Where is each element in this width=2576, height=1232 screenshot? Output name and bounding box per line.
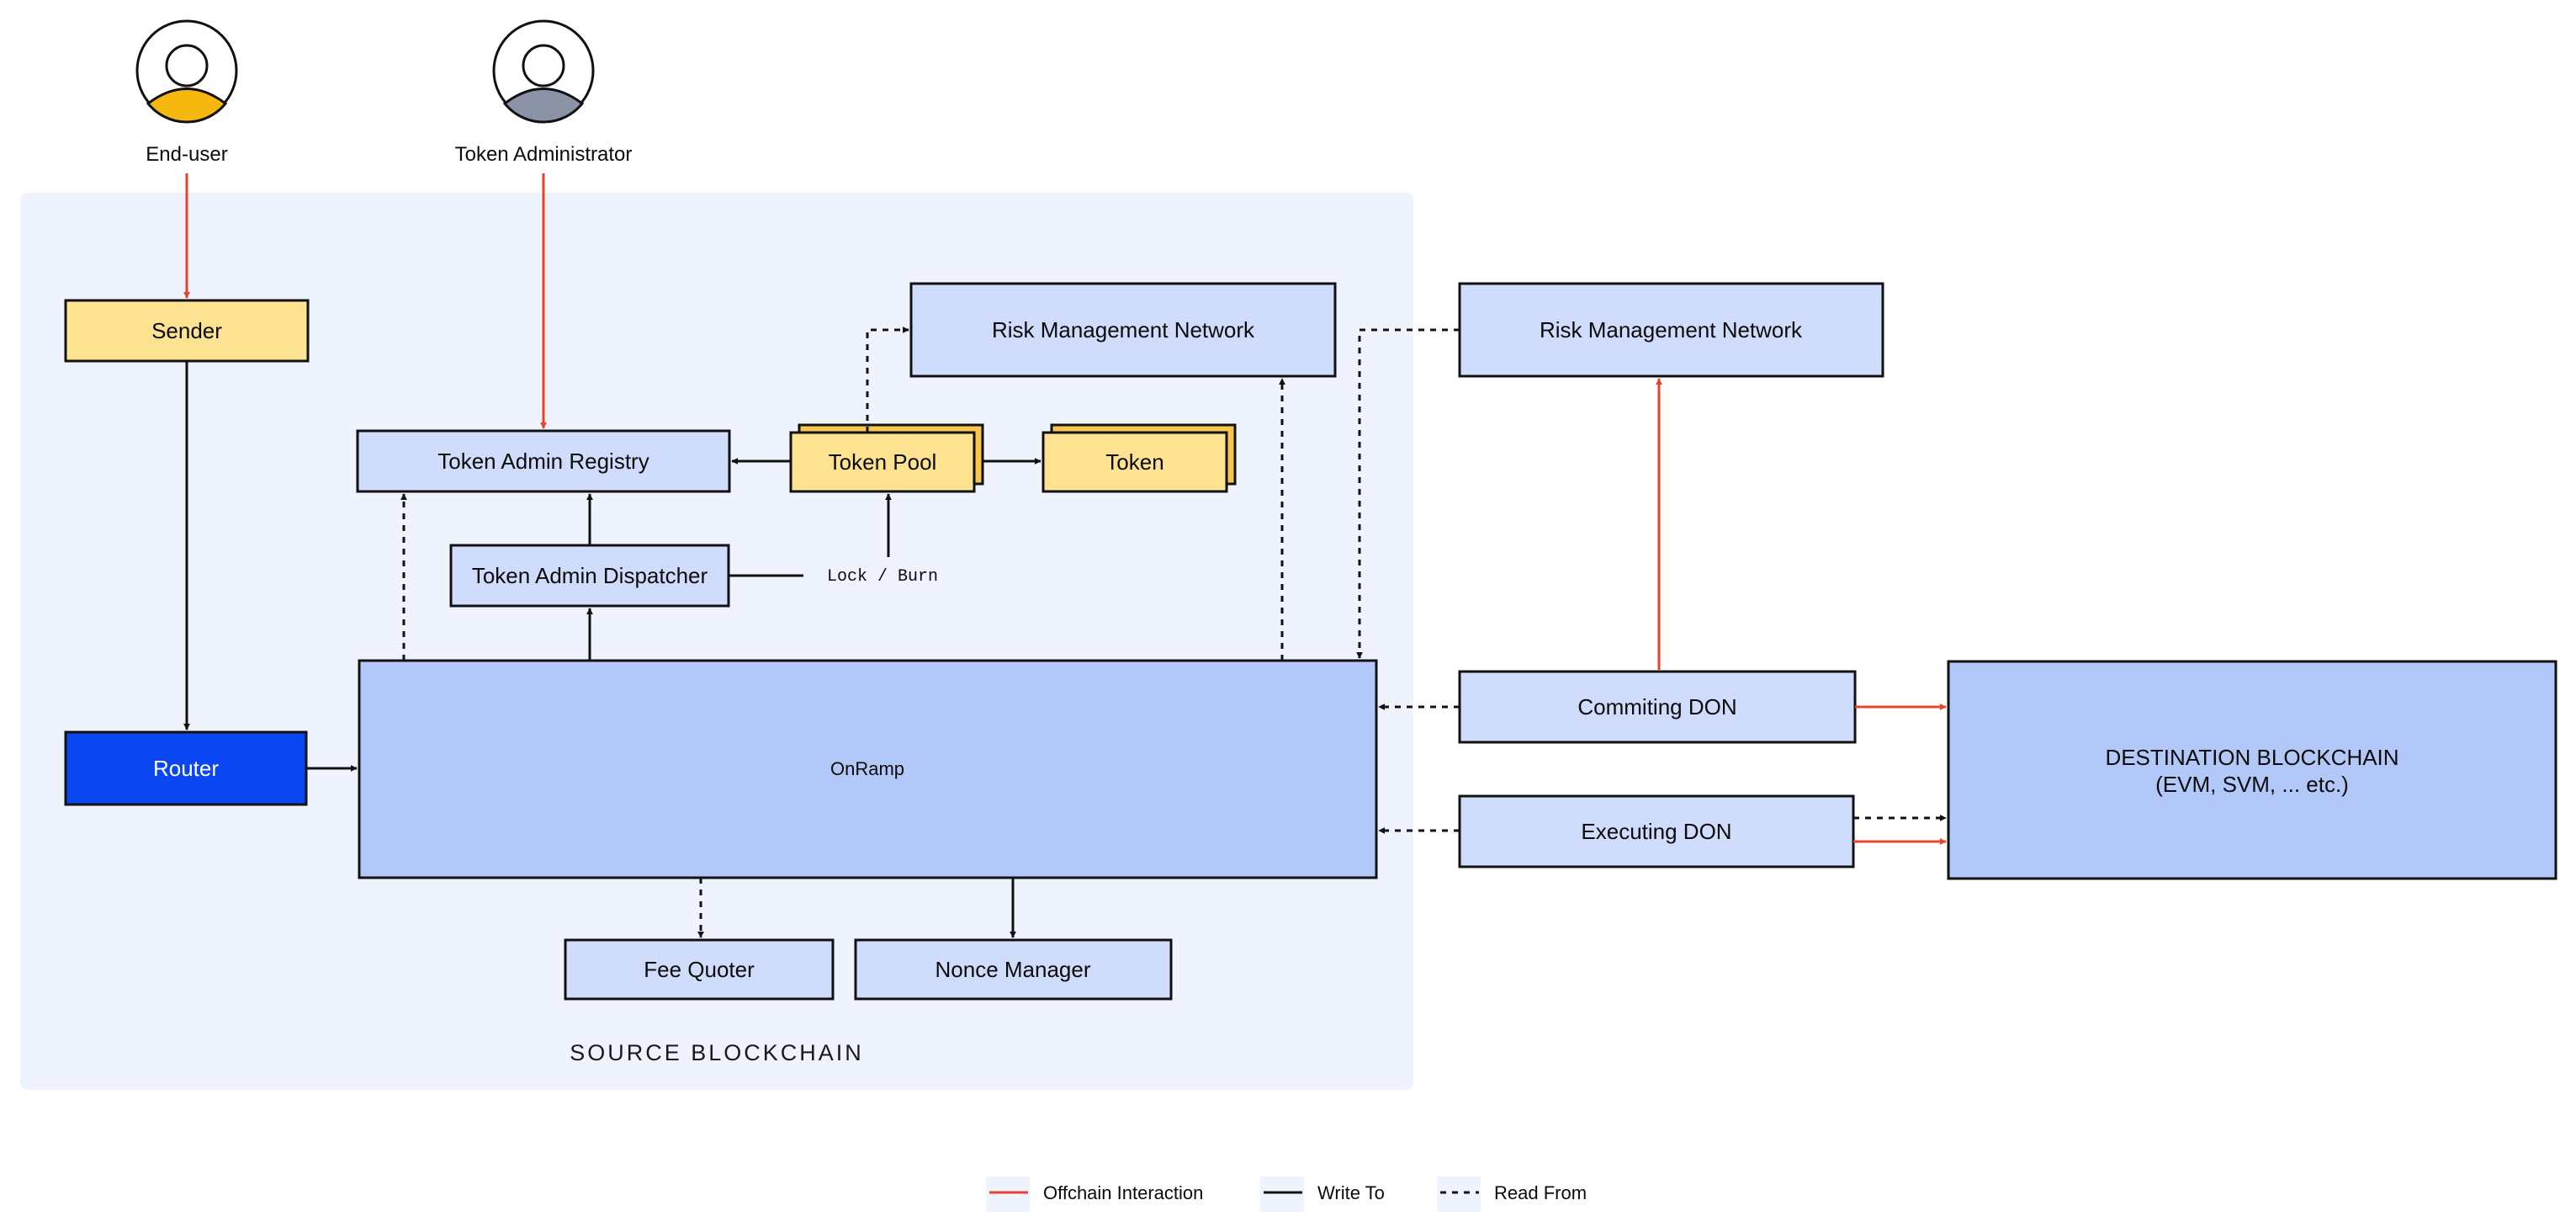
rmn-source-node: Risk Management Network [909,282,1337,378]
end-user-head [165,44,209,88]
svg-text:Token Admin Dispatcher: Token Admin Dispatcher [472,563,708,588]
svg-text:Write To: Write To [1317,1182,1385,1203]
executing-don-node: Executing DON [1458,794,1855,868]
read-connections [400,327,1947,938]
token-node: Token [1042,431,1228,493]
svg-text:Commiting DON: Commiting DON [1577,694,1736,720]
token-administrator-body [502,88,585,124]
write-connections [183,361,1042,938]
token-admin-registry-node: Token Admin Registry [356,429,731,493]
offchain-connections [183,173,1947,845]
legend-write: Write To [1260,1176,1385,1212]
router-node: Router [64,730,308,806]
end-user-label: End-user [146,143,227,166]
token-administrator-head [522,44,565,88]
token-administrator-label: Token Administrator [455,143,633,166]
rmn-destination-to-onramp-arrow [1356,328,1460,659]
svg-text:Executing DON: Executing DON [1581,819,1731,844]
lock-burn-label: Lock / Burn [827,567,938,587]
end-user-actor: End-user [135,19,238,166]
legend: Offchain Interaction Write To Read From [986,1176,1587,1212]
token-pool-node: Token Pool [789,431,976,493]
rmn-destination-node: Risk Management Network [1458,282,1884,378]
token-admin-dispatcher-node: Token Admin Dispatcher [449,544,730,608]
fee-quoter-node: Fee Quoter [564,938,835,1001]
legend-read: Read From [1437,1176,1587,1212]
svg-text:OnRamp: OnRamp [830,758,904,779]
svg-text:Sender: Sender [151,318,222,343]
svg-text:(EVM, SVM, ... etc.): (EVM, SVM, ... etc.) [2155,772,2349,797]
committing-don-node: Commiting DON [1458,670,1857,744]
svg-text:Nonce Manager: Nonce Manager [936,957,1091,982]
token-pool-reads-rmn-arrow [866,327,909,433]
svg-text:Router: Router [153,756,219,781]
svg-text:Token Pool: Token Pool [829,449,937,475]
svg-text:Risk Management Network: Risk Management Network [992,317,1255,343]
token-administrator-actor: Token Administrator [455,19,633,166]
svg-text:Token Admin Registry: Token Admin Registry [437,449,649,474]
sender-node: Sender [64,299,310,363]
svg-text:Risk Management Network: Risk Management Network [1540,317,1803,343]
source-blockchain-label: SOURCE BLOCKCHAIN [570,1040,864,1065]
nonce-manager-node: Nonce Manager [854,938,1173,1001]
svg-text:Token: Token [1105,449,1163,475]
end-user-body [146,88,228,124]
onramp-node: OnRamp [358,659,1378,879]
svg-text:Fee Quoter: Fee Quoter [644,957,755,982]
svg-text:Read From: Read From [1494,1182,1587,1203]
destination-blockchain-node: DESTINATION BLOCKCHAIN (EVM, SVM, ... et… [1947,660,2557,880]
svg-text:DESTINATION BLOCKCHAIN: DESTINATION BLOCKCHAIN [2105,745,2398,770]
legend-offchain: Offchain Interaction [986,1176,1203,1212]
svg-text:Offchain Interaction: Offchain Interaction [1043,1182,1203,1203]
